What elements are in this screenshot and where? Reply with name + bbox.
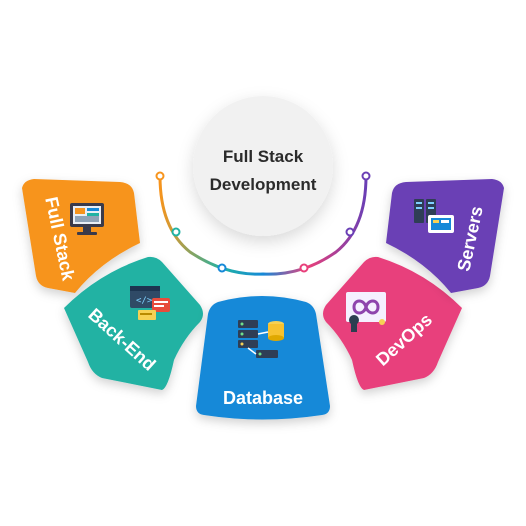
center-title-line2: Development [210, 175, 317, 194]
center-circle [193, 96, 333, 236]
monitor-dashboard-icon [70, 203, 104, 235]
connector-arc [155, 171, 371, 276]
segment-full-stack-shape [22, 179, 140, 293]
segment-devops[interactable]: DevOps [323, 256, 462, 390]
arc-node-6 [361, 171, 371, 181]
segment-devops-shape [323, 256, 462, 390]
arc-node-3 [217, 263, 227, 273]
arc-node-1 [155, 171, 165, 181]
arc-node-4 [299, 263, 309, 273]
segment-full-stack[interactable]: Full Stack [22, 179, 140, 293]
svg-text:</>: </> [136, 296, 153, 306]
center-title-line1: Full Stack [223, 147, 304, 166]
server-rack-icon [414, 199, 454, 233]
center-hub: Full Stack Development [193, 96, 333, 236]
segment-label-database: Database [223, 388, 303, 408]
arc-node-2 [171, 227, 181, 237]
segment-back-end[interactable]: Back-End </> [64, 256, 203, 390]
segment-database[interactable]: Database [196, 296, 330, 420]
segment-servers[interactable]: Servers [386, 179, 504, 293]
infinity-loop-icon [346, 292, 386, 332]
segment-back-end-shape [64, 256, 203, 390]
database-server-icon [238, 320, 284, 358]
code-window-icon: </> [130, 286, 170, 320]
arc-node-5 [345, 227, 355, 237]
